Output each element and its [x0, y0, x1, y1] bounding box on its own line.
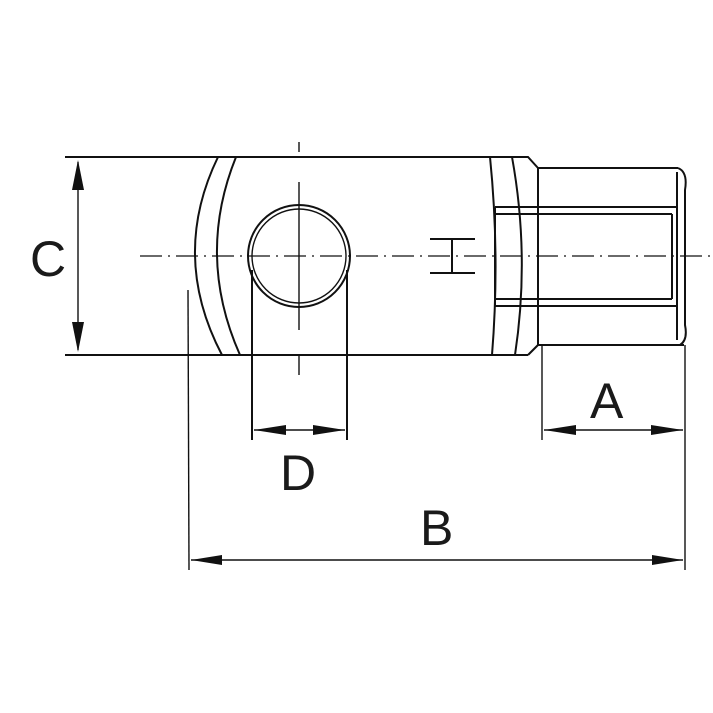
center-lines [140, 142, 713, 375]
dimension-c: C [30, 160, 84, 352]
label-d: D [280, 445, 316, 501]
label-b: B [420, 500, 453, 556]
label-c: C [30, 231, 66, 287]
dimension-b: B [187, 289, 683, 571]
dimension-d: D [254, 425, 345, 501]
label-a: A [590, 373, 624, 429]
dimension-a: A [541, 345, 686, 570]
